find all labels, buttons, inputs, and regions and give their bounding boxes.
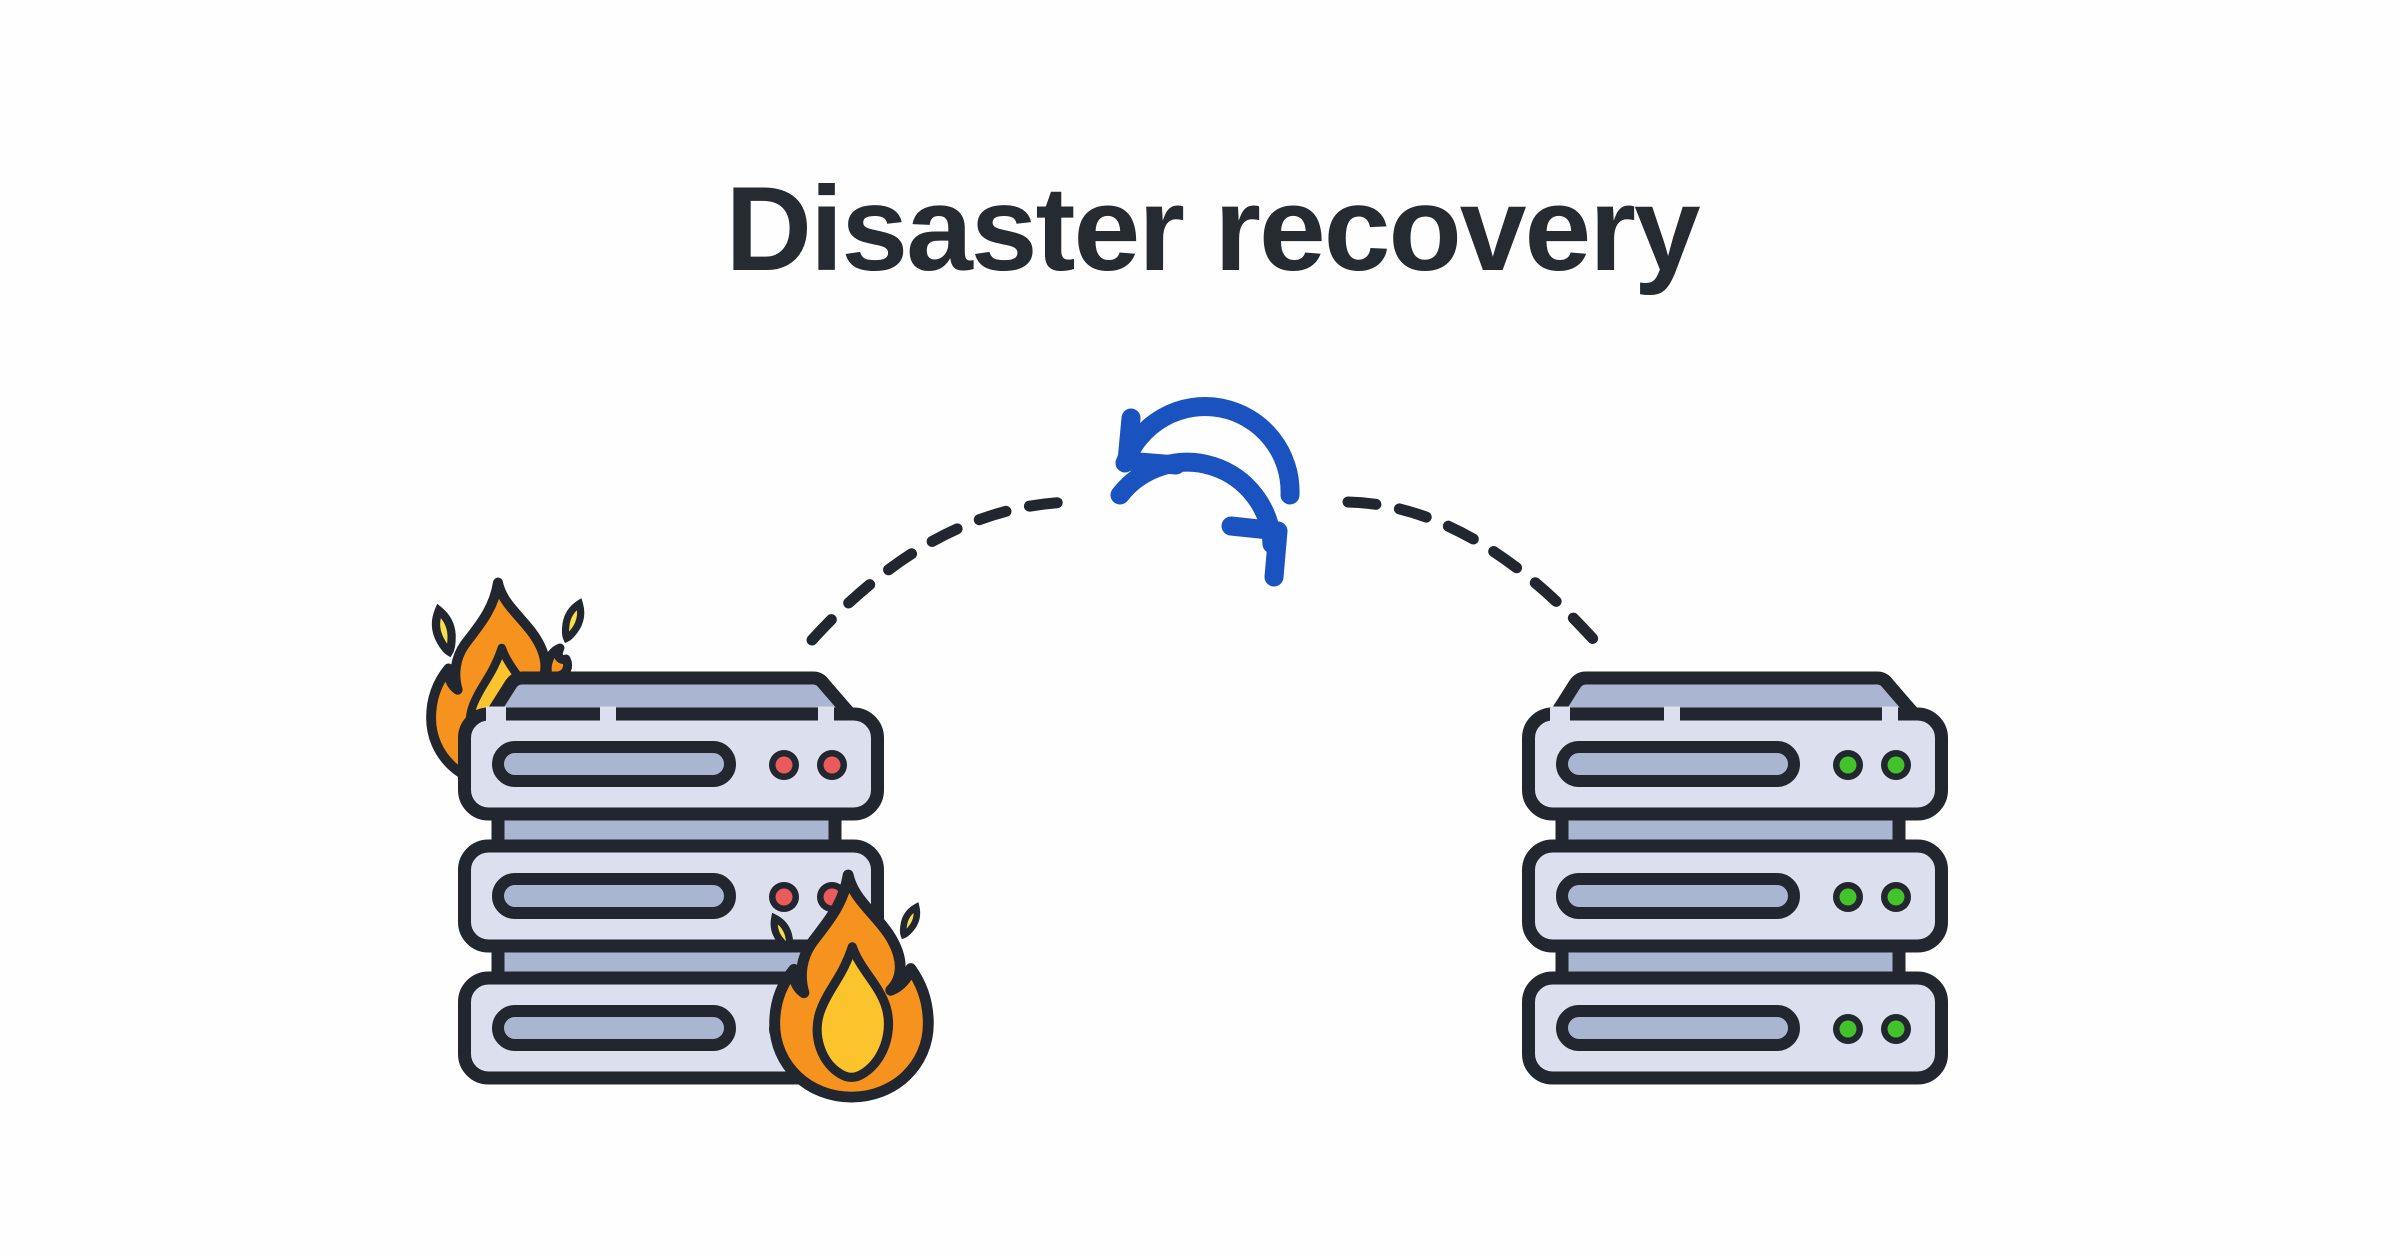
spark-icon: [561, 602, 585, 641]
dashed-arc-left: [806, 496, 1078, 646]
spark-icon: [899, 905, 921, 937]
primary-server-group: [431, 583, 928, 1098]
sync-arrowhead-right: [1221, 516, 1288, 587]
recovery-server-group: [1529, 678, 1942, 1078]
sync-arc-top: [1115, 397, 1300, 505]
spark-icon: [432, 609, 456, 653]
sync-icon: [1110, 397, 1300, 587]
dashed-arc-right: [1342, 496, 1600, 646]
page-title: Disaster recovery: [725, 162, 1701, 296]
recovery-server: [1529, 678, 1942, 1078]
sync-arc-bottom: [1110, 452, 1282, 554]
